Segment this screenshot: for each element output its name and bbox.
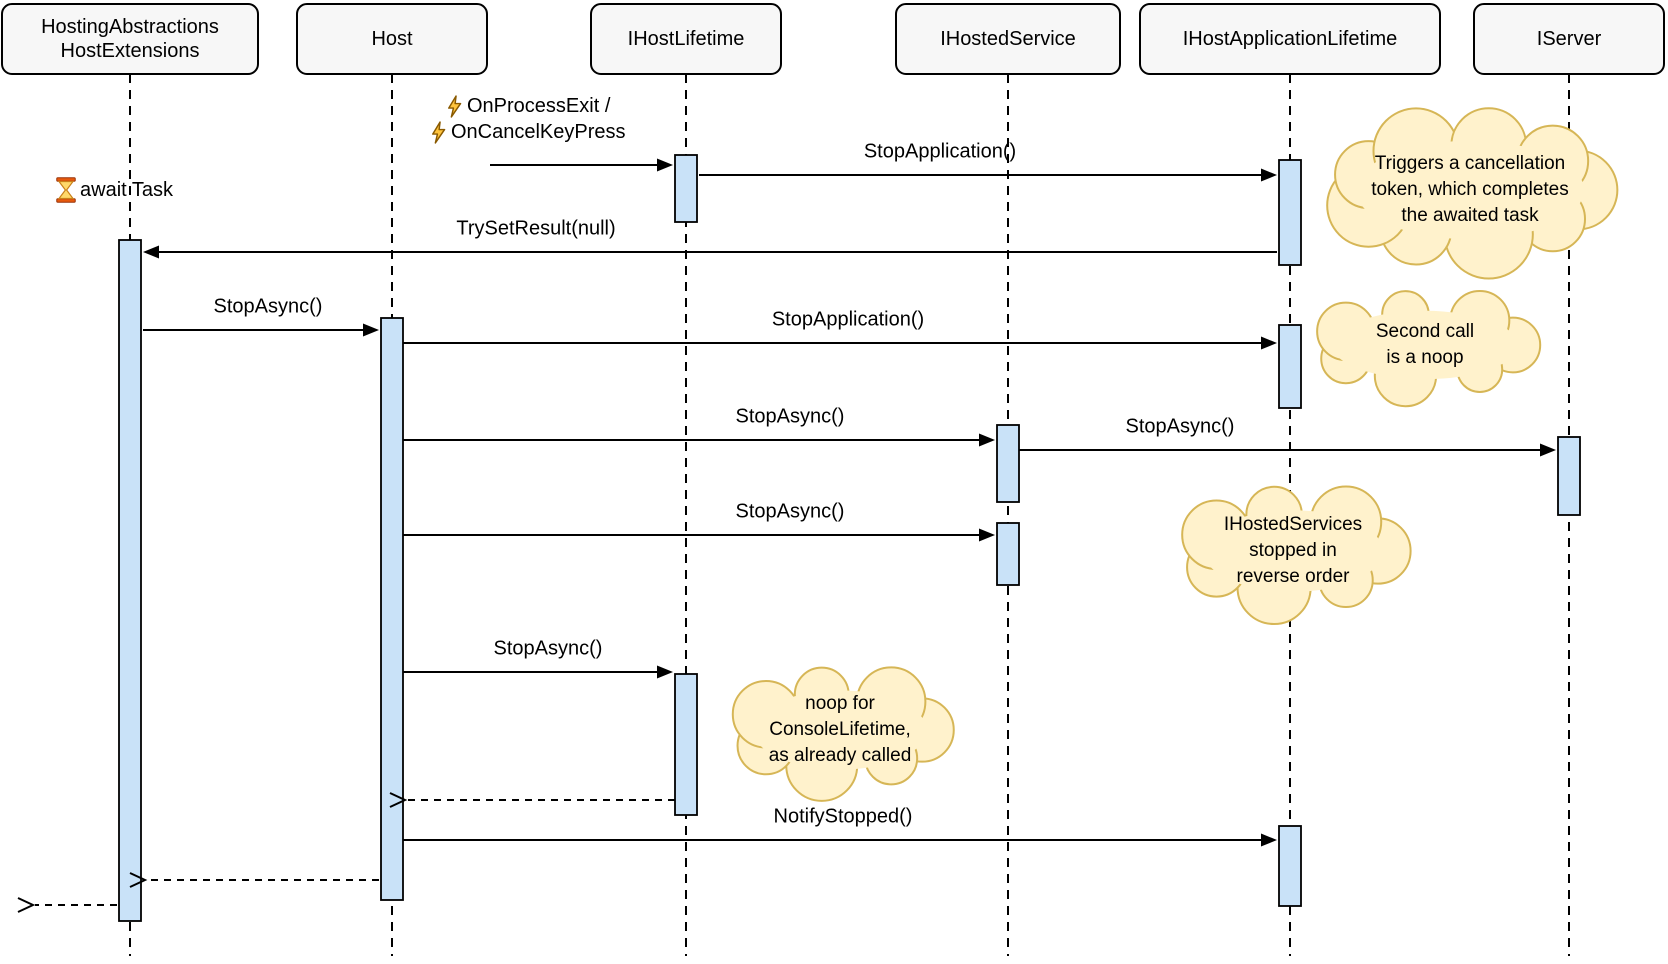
message-arrow [143,323,379,337]
cloud-note-label: Second call is a noop [1376,319,1474,371]
activation-bar-ihostapplicationlifetime [1278,324,1302,409]
message-label: TrySetResult(null) [456,217,616,240]
cloud-note-line: ConsoleLifetime, [769,719,911,740]
cloud-note [1181,485,1412,626]
cloud-note-label: IHostedServices stopped in reverse order [1224,512,1362,590]
participant-label-ihostlifetime: IHostLifetime [591,4,781,74]
message-arrow [143,245,1277,259]
participant-label-line: IHostLifetime [627,28,745,50]
message-label: StopAsync() [1125,415,1235,438]
participant-box-iserver [1473,3,1665,75]
activation-bar-ihostlifetime [674,673,698,816]
participant-box-ihostedservice [895,3,1121,75]
message-arrow [1019,443,1556,457]
activation-bar-iserver [1557,436,1581,516]
cloud-note-line: Second call [1375,321,1475,342]
cloud-note-line: stopped in [1249,540,1337,561]
participant-box-host [296,3,488,75]
message-label: NotifyStopped() [773,805,913,828]
cloud-note-label: Triggers a cancellation token, which comp… [1371,151,1569,229]
activation-bar-ihostapplicationlifetime [1278,159,1302,266]
cloud-note-line: noop for [805,693,875,714]
participant-box-ihostlifetime [590,3,782,75]
participant-label-line: HostingAbstractions [41,16,219,38]
message-label: StopAsync() [735,500,845,523]
cloud-note-line: as already called [768,745,912,766]
cloud-note [1316,289,1542,408]
activation-bar-ihostedservice [996,424,1020,503]
hourglass-icon [56,177,76,203]
activation-bar-host [380,317,404,901]
lightning-icon [430,121,447,144]
activation-bar-ihostlifetime [674,154,698,223]
message-arrow [403,833,1277,847]
message-label: StopApplication() [771,308,925,331]
annotation-text: await Task [80,178,174,201]
message-label: StopAsync() [213,295,323,318]
message-arrow [17,897,117,913]
message-arrow [403,336,1277,350]
cloud-note [731,666,955,802]
cloud-note [1326,107,1619,280]
annotation-text: OnCancelKeyPress [451,121,626,143]
lightning-icon [446,95,463,118]
annotation-label: OnProcessExit / [446,95,610,118]
message-arrow [403,433,995,447]
participant-label-host: Host [297,4,487,74]
participant-label-iserver: IServer [1474,4,1664,74]
cloud-note-line: Triggers a cancellation [1374,153,1566,174]
participant-box-hosting-abstractions-host-extensions [1,3,259,75]
message-arrow [490,158,673,172]
activation-bar-ihostedservice [996,522,1020,586]
message-label: StopApplication() [863,140,1017,163]
participant-box-ihostapplicationlifetime [1139,3,1441,75]
participant-label-line: HostExtensions [60,40,200,62]
message-label: StopAsync() [493,637,603,660]
cloud-note-line: IHostedServices [1223,514,1363,535]
message-arrow [389,792,675,808]
participant-label-line: IServer [1536,28,1602,50]
participant-label-line: IHostApplicationLifetime [1182,28,1398,50]
cloud-note-line: is a noop [1386,347,1464,368]
message-label: StopAsync() [735,405,845,428]
cloud-note-line: reverse order [1236,566,1350,587]
message-arrow [129,872,379,888]
participant-label-ihostapplicationlifetime: IHostApplicationLifetime [1140,4,1440,74]
participant-label-line: IHostedService [940,28,1076,50]
annotation-text: OnProcessExit / [467,95,611,117]
participant-label-ihostedservice: IHostedService [896,4,1120,74]
cloud-note-line: token, which completes [1371,179,1569,200]
message-arrow [699,168,1277,182]
cloud-note-line: the awaited task [1401,205,1539,226]
annotation-label: await Task [56,177,173,203]
message-arrow [403,528,995,542]
participant-label-line: Host [371,28,413,50]
activation-bar-hosting-abstractions-host-extensions [118,239,142,922]
annotation-label: OnCancelKeyPress [430,121,626,144]
activation-bar-ihostapplicationlifetime [1278,825,1302,907]
message-arrow [403,665,673,679]
